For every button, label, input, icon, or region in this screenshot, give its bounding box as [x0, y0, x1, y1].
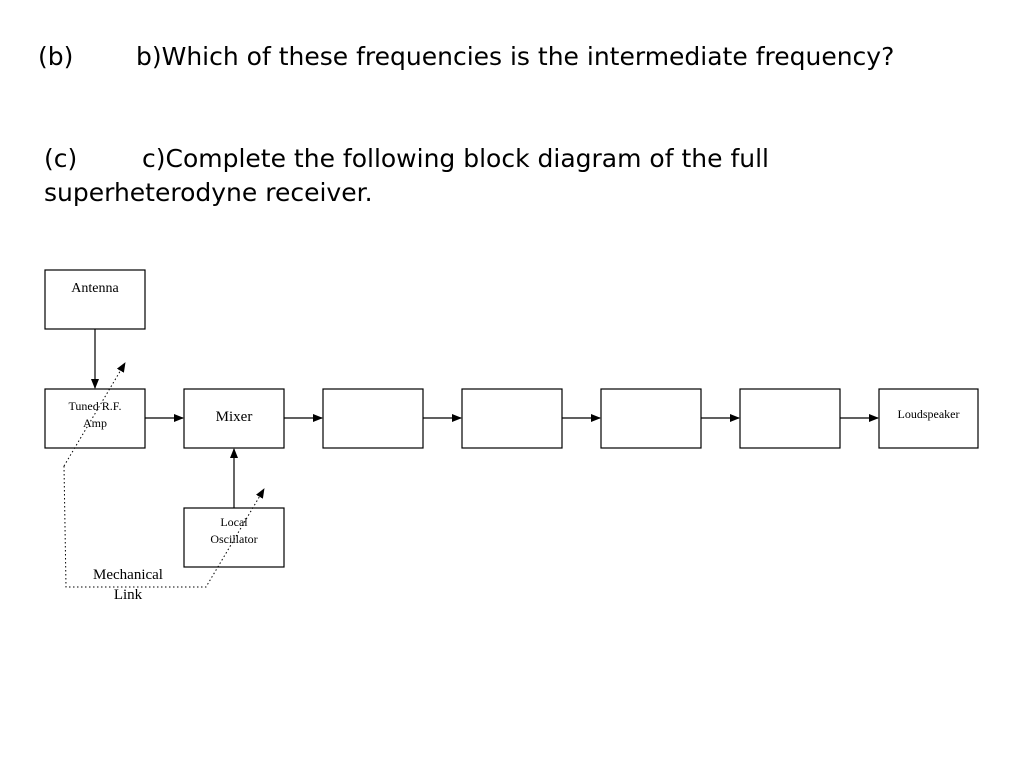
tuned-rf-amp-label-line1: Tuned R.F.: [69, 399, 122, 413]
local-oscillator-label-line1: Local: [220, 515, 248, 529]
mixer-block: Mixer: [183, 388, 285, 449]
question-c-text-line1: c)Complete the following block diagram o…: [142, 144, 769, 173]
loudspeaker-block: Loudspeaker: [878, 388, 979, 449]
empty-block-4: [739, 388, 841, 449]
antenna-label: Antenna: [71, 281, 119, 296]
question-b: (b) b)Which of these frequencies is the i…: [38, 40, 894, 74]
tuned-rf-amp-label-line2: Amp: [83, 416, 107, 430]
tuned-rf-amp-block: Tuned R.F. Amp: [44, 388, 146, 449]
mechanical-link: [63, 362, 265, 588]
question-c: (c) c)Complete the following block diagra…: [44, 142, 769, 210]
mechanical-link-label-line1: Mechanical: [93, 567, 163, 583]
question-b-letter: (b): [38, 42, 74, 71]
empty-block-2: [461, 388, 563, 449]
mechanical-link-label-line2: Link: [114, 587, 143, 603]
question-b-text: b)Which of these frequencies is the inte…: [136, 42, 895, 71]
mixer-label: Mixer: [216, 409, 253, 425]
empty-block-3: [600, 388, 702, 449]
local-oscillator-block: Local Oscillator: [183, 507, 285, 568]
question-c-text-line2: superheterodyne receiver.: [44, 178, 373, 207]
empty-block-1: [322, 388, 424, 449]
loudspeaker-label: Loudspeaker: [898, 407, 960, 421]
question-c-letter: (c): [44, 144, 78, 173]
antenna-block: Antenna: [44, 269, 146, 330]
